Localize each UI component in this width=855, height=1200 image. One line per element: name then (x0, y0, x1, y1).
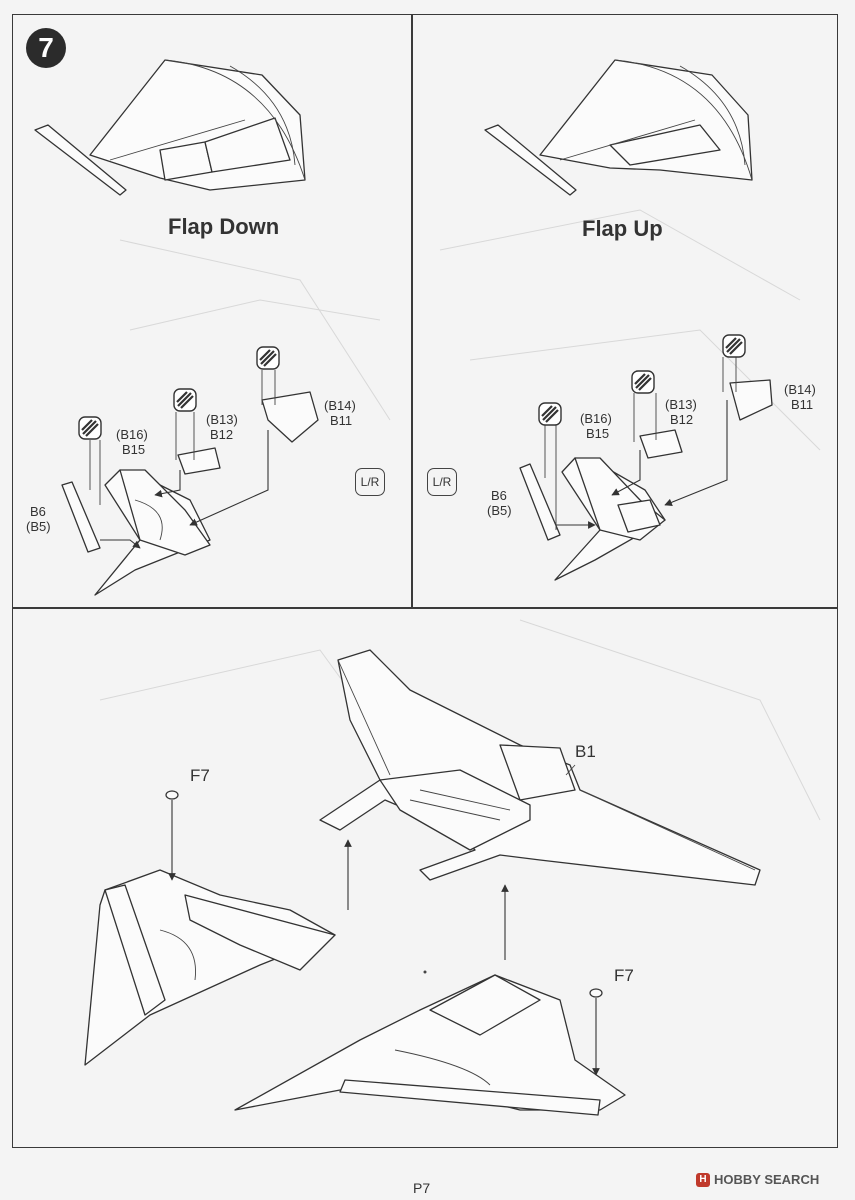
part-label-b13: (B13) (206, 412, 238, 427)
page-frame (12, 14, 838, 1148)
part-label-b15: B15 (122, 442, 146, 457)
wing-detail-flap-down (34, 59, 306, 196)
wing-detail-flap-up (484, 59, 753, 196)
part-label-b15: B15 (586, 426, 610, 441)
left-wing-subassembly (61, 345, 319, 596)
wing-half-right (234, 884, 626, 1116)
part-label-b14: (B14) (784, 382, 816, 397)
panel-divider-vertical (411, 14, 413, 608)
part-label-b6: B6 (30, 504, 46, 519)
part-label-b14: (B14) (324, 398, 356, 413)
watermark: H HOBBY SEARCH (696, 1172, 819, 1187)
part-label-b5: (B5) (487, 503, 512, 518)
part-label-b12: B12 (210, 427, 234, 442)
page-number: P7 (413, 1180, 431, 1196)
part-label-b11: B11 (330, 413, 353, 428)
wing-half-left (84, 790, 352, 1066)
lr-badge-left: L/R (355, 468, 385, 496)
flap-down-title: Flap Down (168, 214, 280, 239)
part-label-b11: B11 (791, 397, 814, 412)
part-label-b1: B1 (575, 742, 596, 761)
panel-divider-horizontal (12, 607, 838, 609)
watermark-logo-icon: H (696, 1172, 710, 1187)
part-label-b6: B6 (491, 488, 507, 503)
part-label-f7-right: F7 (614, 966, 634, 985)
fuselage-b1 (319, 649, 761, 886)
part-label-b16: (B16) (580, 411, 612, 426)
part-label-b12: B12 (670, 412, 694, 427)
part-label-b5: (B5) (26, 519, 51, 534)
step-number-badge: 7 (26, 28, 66, 68)
watermark-text: HOBBY SEARCH (714, 1172, 820, 1187)
alignment-marks (423, 970, 427, 974)
lr-badge-right: L/R (427, 468, 457, 496)
part-label-b16: (B16) (116, 427, 148, 442)
part-label-f7-left: F7 (190, 766, 210, 785)
flap-up-title: Flap Up (582, 216, 663, 241)
right-wing-subassembly (519, 333, 773, 581)
part-label-b13: (B13) (665, 397, 697, 412)
